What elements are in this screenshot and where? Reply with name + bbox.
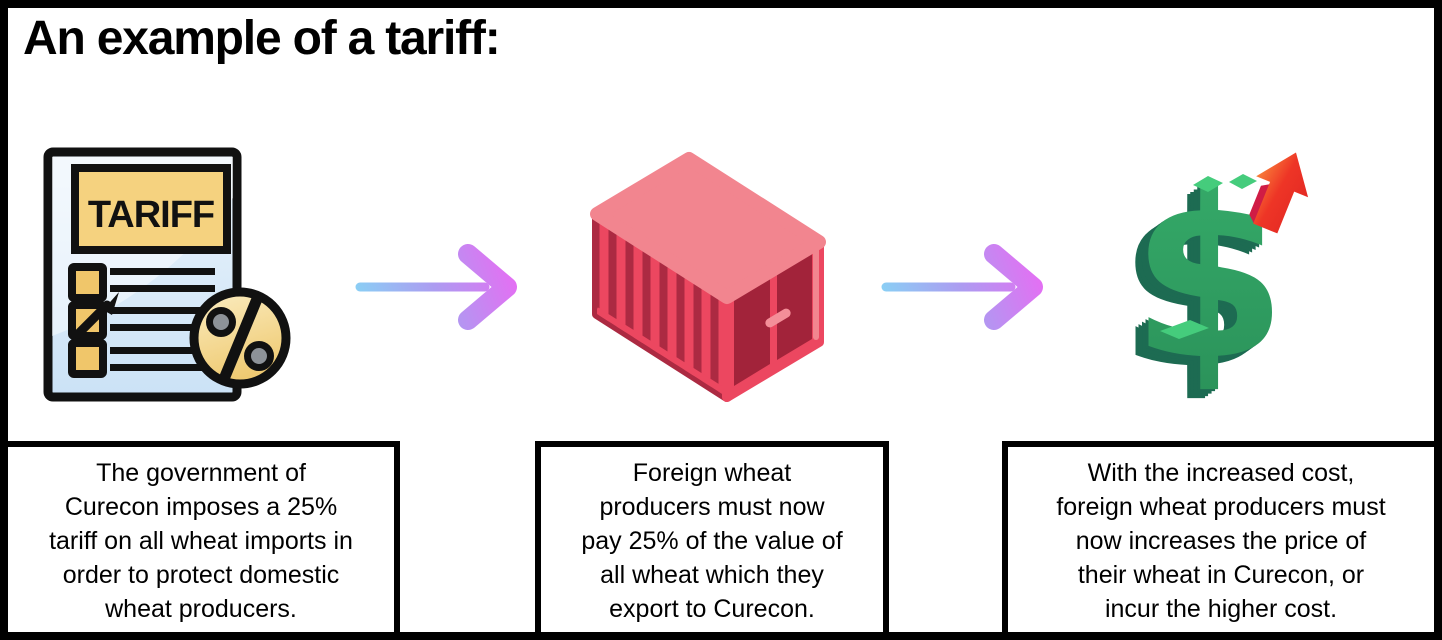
price-up-arrow-icon — [1249, 152, 1309, 234]
dollar-extrusion: $ $ $ $ $ — [1118, 148, 1288, 419]
caption-line: With the increased cost, — [1087, 459, 1355, 487]
caption-line: pay 25% of the value of — [581, 527, 843, 555]
container-door-handle — [765, 308, 791, 328]
tariff-document-icon: TARIFF — [43, 147, 291, 402]
container-stripes — [597, 214, 727, 397]
checkbox-checked-icon — [68, 301, 107, 340]
dollar-increase-icon: $ $ $ $ $ — [1118, 148, 1309, 419]
svg-text:$: $ — [1118, 157, 1275, 419]
svg-text:$: $ — [1124, 153, 1281, 415]
caption-line: foreign wheat producers must — [1056, 493, 1386, 521]
checkbox-icon — [68, 339, 107, 378]
caption-line: wheat producers. — [105, 595, 297, 623]
flow-arrow-icon — [355, 244, 517, 330]
document-text-lines — [110, 268, 215, 371]
caption-line: producers must now — [599, 493, 825, 521]
flow-arrow-icon — [881, 244, 1043, 330]
container-top-face — [590, 152, 826, 304]
caption-line: The government of — [96, 459, 306, 487]
caption-line: tariff on all wheat imports in — [49, 527, 353, 555]
caption-box-price-increase: With the increased cost, foreign wheat pr… — [1002, 441, 1434, 632]
container-side-face — [592, 209, 732, 402]
caption-line: Foreign wheat — [632, 459, 792, 487]
caption-line: export to Curecon. — [609, 595, 815, 623]
pen-check-mark — [73, 300, 112, 339]
caption-line: order to protect domestic — [62, 561, 340, 589]
dollar-top-bevels — [1160, 174, 1257, 339]
container-door-right — [777, 253, 812, 360]
shipping-container-icon — [590, 152, 826, 402]
svg-text:$: $ — [1128, 150, 1285, 412]
pen-nib — [103, 292, 119, 315]
paper-sheen — [52, 157, 233, 336]
caption-box-pay-tariff: Foreign wheat producers must now pay 25% o… — [535, 441, 889, 632]
document-paper — [43, 147, 242, 402]
caption-line: their wheat in Curecon, or — [1077, 561, 1365, 589]
caption-box-impose-tariff: The government of Curecon imposes a 25% ta… — [8, 441, 400, 632]
tariff-banner-label: TARIFF — [88, 194, 214, 236]
tariff-banner — [71, 164, 231, 254]
container-door-face — [722, 237, 824, 402]
percent-badge-icon — [189, 287, 291, 389]
caption-line: all wheat which they — [600, 561, 824, 589]
dollar-sign-face: $ — [1131, 148, 1288, 410]
caption-line: incur the higher cost. — [1104, 595, 1338, 623]
caption-line: Curecon imposes a 25% — [64, 493, 338, 521]
page-title: An example of a tariff: — [23, 12, 501, 65]
svg-text:$: $ — [1121, 155, 1278, 417]
checkbox-icon — [68, 263, 107, 302]
checkbox-list — [68, 263, 119, 378]
caption-line: now increases the price of — [1075, 527, 1367, 555]
container-door-left — [734, 278, 770, 386]
